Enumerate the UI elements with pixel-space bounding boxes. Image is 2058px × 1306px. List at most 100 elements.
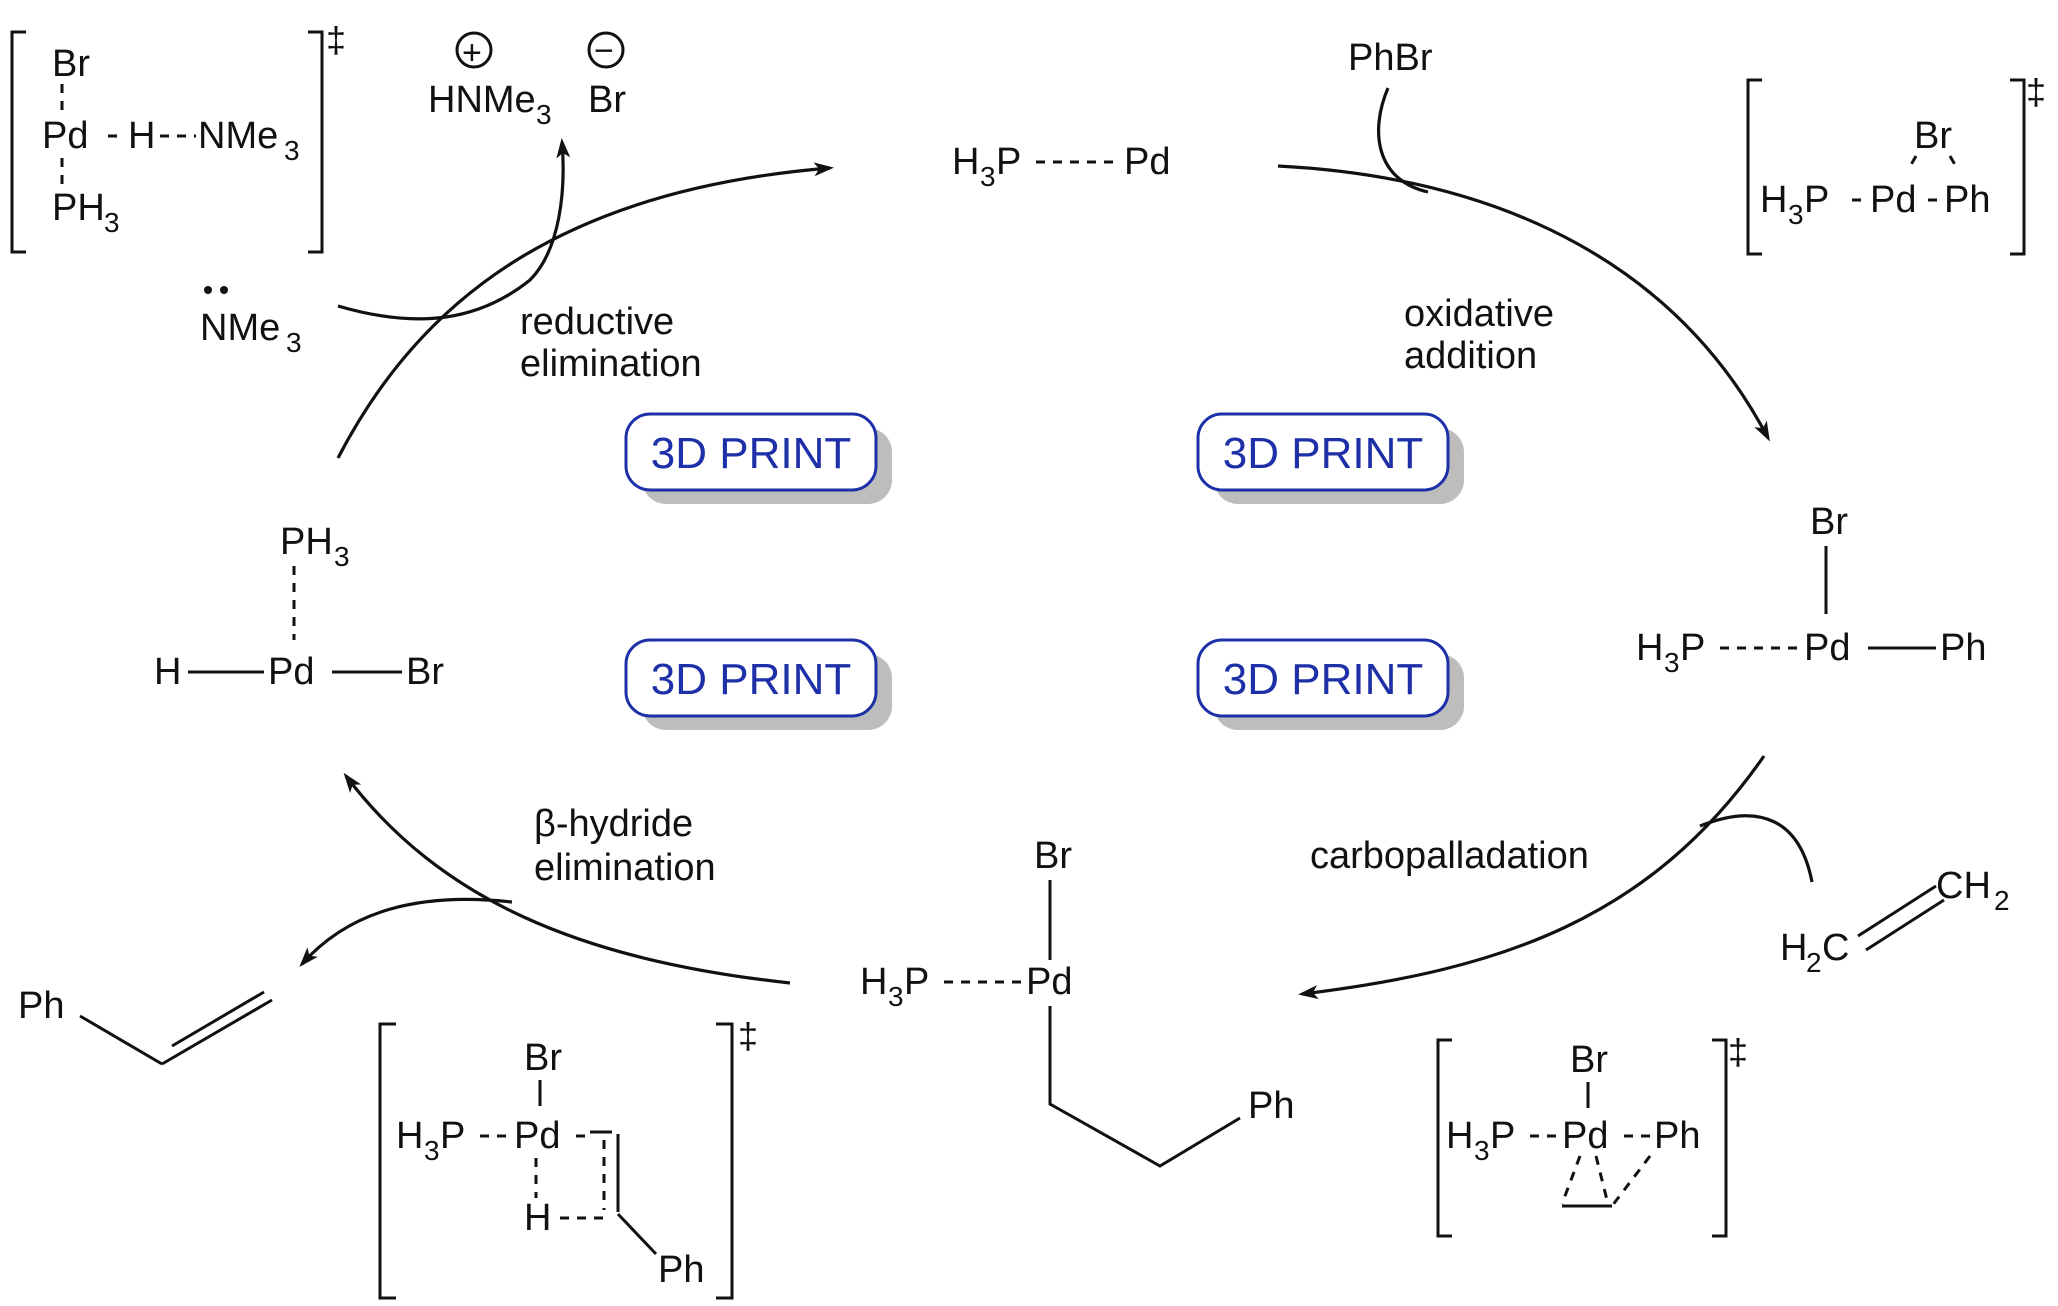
svg-text:‡: ‡ [326,19,346,60]
svg-text:Pd: Pd [1562,1115,1608,1157]
svg-text:H: H [154,651,181,693]
cycle-arrows [299,87,1814,1000]
ts-carbopalladation: ‡ Br H 3 P Pd Ph [1436,1031,1748,1238]
label-beta-hydride-1: β-hydride [534,803,693,845]
svg-text:Pd: Pd [514,1115,560,1157]
svg-text:Pd: Pd [1804,627,1850,669]
svg-text:Ph: Ph [1654,1115,1700,1157]
svg-text:Br: Br [1570,1039,1608,1081]
svg-text:2: 2 [1806,947,1822,978]
svg-text:C: C [1822,927,1849,969]
arrow-amine-out [337,138,571,321]
svg-text:Br: Br [1914,115,1952,157]
arrow-beta-hydride [343,772,791,985]
svg-text:Ph: Ph [658,1249,704,1291]
svg-text:3: 3 [286,327,302,358]
svg-text:PH: PH [280,521,333,563]
svg-text:‡: ‡ [1728,1031,1748,1072]
svg-text:−: − [594,32,614,70]
ethylene-reagent: H 2 C CH 2 [1780,865,2010,978]
ts-reductive-elimination: ‡ Br Pd H NMe 3 PH 3 [10,19,346,254]
arrow-carbopalladation [1298,755,1766,1000]
svg-text:3D PRINT: 3D PRINT [651,429,851,478]
svg-text:Br: Br [406,651,444,693]
svg-text:3D PRINT: 3D PRINT [651,655,851,704]
svg-text:3: 3 [1474,1135,1490,1166]
svg-text:P: P [904,961,929,1003]
print-button-2[interactable]: 3D PRINT [1196,412,1464,504]
styrene-product: Ph [18,985,273,1066]
svg-text:PH: PH [52,187,105,229]
svg-text:Pd: Pd [1026,961,1072,1003]
svg-text:H: H [524,1197,551,1239]
svg-text:3D PRINT: 3D PRINT [1223,429,1423,478]
svg-text:Pd: Pd [1124,141,1170,183]
svg-text:3: 3 [980,161,996,192]
print-button-4[interactable]: 3D PRINT [1196,638,1464,730]
svg-text:P: P [1490,1115,1515,1157]
svg-text:Ph: Ph [18,985,64,1027]
svg-text:Br: Br [52,43,90,85]
arrow-oxidative-addition [1277,164,1770,442]
svg-text:+: + [462,34,482,72]
svg-text:P: P [440,1115,465,1157]
svg-text:CH: CH [1936,865,1991,907]
ammonium-bromide-product: + − HNMe 3 Br [428,31,626,130]
svg-text:‡: ‡ [738,1015,758,1056]
svg-text:P: P [996,141,1021,183]
svg-text:3: 3 [334,541,350,572]
svg-text:Ph: Ph [1944,179,1990,221]
label-carbopalladation: carbopalladation [1310,835,1589,877]
oxidative-addition-complex: Br H 3 P Pd Ph [1636,501,1986,678]
svg-text:3: 3 [424,1135,440,1166]
catalyst-h3p-pd: H 3 P Pd [952,141,1170,192]
svg-text:H: H [1446,1115,1473,1157]
ts-oxidative-addition: ‡ Br H 3 P Pd Ph [1746,71,2046,256]
svg-text:H: H [952,141,979,183]
label-reductive-elimination-1: reductive [520,301,674,343]
label-oxidative-addition-2: addition [1404,335,1537,377]
ts-beta-hydride-elimination: ‡ Br H 3 P Pd H Ph [378,1015,758,1300]
svg-text:3: 3 [1788,199,1804,230]
svg-text:NMe: NMe [198,115,278,157]
svg-text:3D PRINT: 3D PRINT [1223,655,1423,704]
svg-text:Br: Br [1810,501,1848,543]
print-button-3[interactable]: 3D PRINT [624,638,892,730]
svg-text:H: H [1780,927,1807,969]
label-oxidative-addition-1: oxidative [1404,293,1554,335]
arrow-reductive-elimination [336,162,834,459]
svg-text:Br: Br [588,79,626,121]
arrow-phbr-in [1377,87,1429,194]
svg-text:H: H [1760,179,1787,221]
svg-text:P: P [1680,627,1705,669]
trimethylamine-reagent: NMe 3 [200,286,302,358]
svg-text:Br: Br [1034,835,1072,877]
arrow-ethylene-in [1699,814,1814,883]
reaction-labels: reductive elimination oxidative addition… [520,293,1589,889]
svg-text:NMe: NMe [200,307,280,349]
alkyl-palladium-complex: Br H 3 P Pd Ph [860,835,1294,1168]
phbr-reagent: PhBr [1348,37,1433,79]
svg-text:Pd: Pd [42,115,88,157]
svg-text:3: 3 [888,981,904,1012]
print-button-1[interactable]: 3D PRINT [624,412,892,504]
svg-text:P: P [1804,179,1829,221]
label-beta-hydride-2: elimination [534,847,716,889]
svg-text:H: H [860,961,887,1003]
svg-text:Pd: Pd [1870,179,1916,221]
svg-text:Pd: Pd [268,651,314,693]
svg-text:3: 3 [1664,647,1680,678]
label-reductive-elimination-2: elimination [520,343,702,385]
svg-text:2: 2 [1994,885,2010,916]
svg-text:Br: Br [524,1037,562,1079]
svg-text:Ph: Ph [1248,1085,1294,1127]
svg-text:HNMe: HNMe [428,79,536,121]
svg-text:H: H [396,1115,423,1157]
svg-text:3: 3 [104,207,120,238]
hydrido-palladium-complex: PH 3 H Pd Br [154,521,444,693]
svg-text:Ph: Ph [1940,627,1986,669]
svg-text:‡: ‡ [2026,71,2046,112]
svg-text:H: H [128,115,155,157]
svg-text:3: 3 [536,99,552,130]
